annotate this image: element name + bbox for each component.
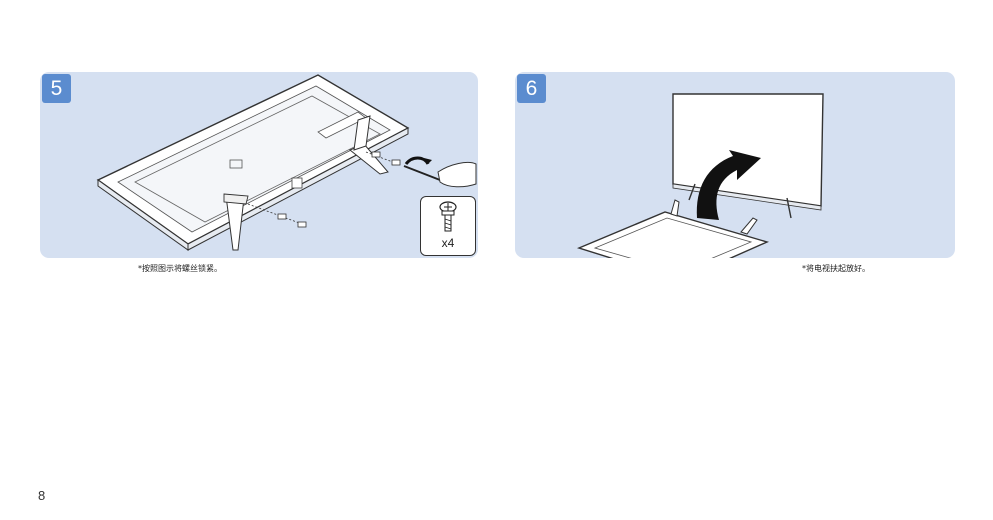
page-number: 8 xyxy=(38,488,46,503)
screw-icon xyxy=(277,151,401,228)
step-6-caption: *将电视扶起放好。 xyxy=(802,264,870,273)
screwdriver-hand-icon xyxy=(403,156,477,188)
step-6-panel: 6 xyxy=(515,72,955,258)
tv-screw-installation-illustration xyxy=(96,74,477,251)
step-5-panel: 5 x4 xyxy=(40,72,478,258)
step-number-badge: 6 xyxy=(517,74,546,103)
lift-arrow-icon xyxy=(696,150,761,220)
screw-quantity-box: x4 xyxy=(420,196,476,256)
step-5-caption: *按照图示将螺丝锁紧。 xyxy=(138,264,222,273)
screw-count: x4 xyxy=(441,236,455,250)
step-number-badge: 5 xyxy=(42,74,71,103)
screw-icon xyxy=(439,201,457,232)
tv-lift-illustration xyxy=(576,93,824,258)
